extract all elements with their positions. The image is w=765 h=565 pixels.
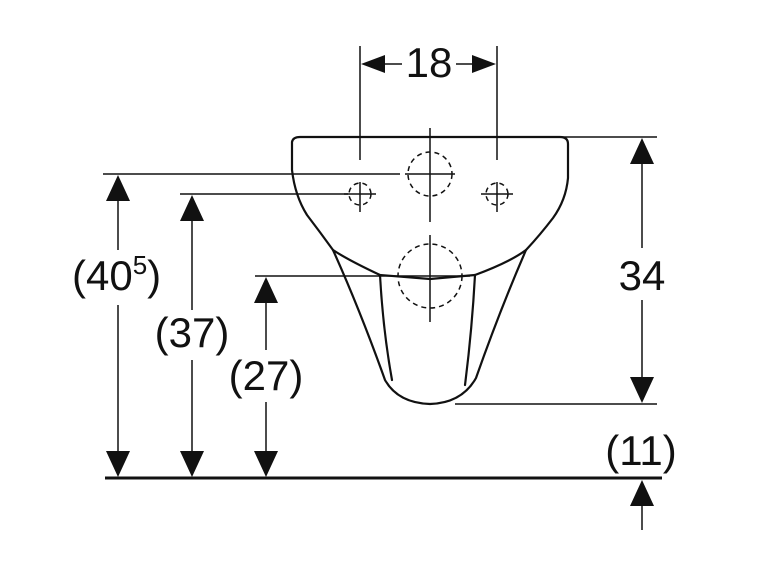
dim-top-width: 18 xyxy=(361,39,496,86)
dim-total-height-sup: 5 xyxy=(133,250,147,280)
toilet-bowl-outline xyxy=(290,135,570,406)
dim-low-height-label: (27) xyxy=(229,352,304,399)
dim-low-height: (27) xyxy=(229,277,304,477)
dim-bowl-height: 34 xyxy=(619,138,666,403)
dim-bowl-height-label: 34 xyxy=(619,252,666,299)
dim-total-height: (405) xyxy=(72,175,161,477)
dim-mid-height-label: (37) xyxy=(155,309,230,356)
dim-mid-height: (37) xyxy=(155,195,230,477)
hole-markers xyxy=(344,128,513,322)
dim-top-width-label: 18 xyxy=(406,39,453,86)
dim-total-height-main: (40 xyxy=(72,252,133,299)
dim-total-height-close: ) xyxy=(147,252,161,299)
dim-floor-gap: (11) xyxy=(605,427,677,530)
dim-floor-gap-label: (11) xyxy=(605,427,677,474)
dim-total-height-label: (405) xyxy=(72,250,161,299)
extension-lines xyxy=(103,46,657,405)
